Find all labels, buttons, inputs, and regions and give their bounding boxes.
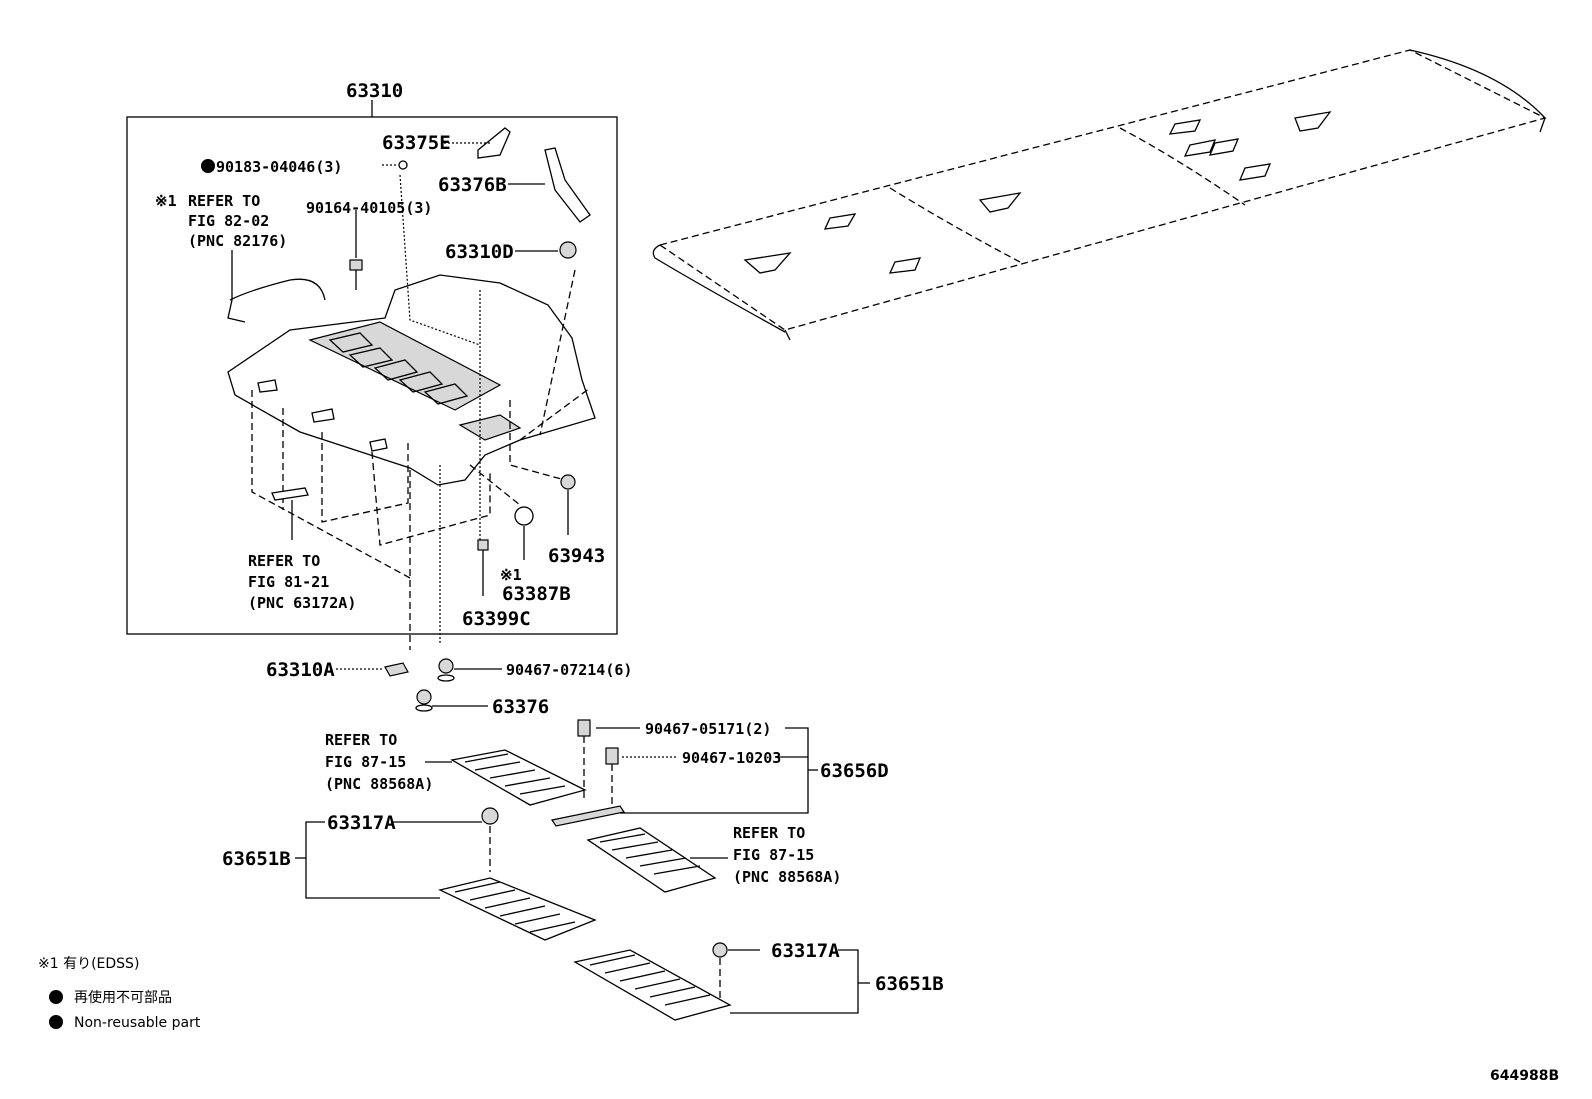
label-90467-07214: 90467-07214(6) xyxy=(506,661,632,679)
label-90164-40105: 90164-40105(3) xyxy=(306,199,432,217)
ring-63387B-drawing xyxy=(514,506,534,526)
ref4-line2: FIG 87-15 xyxy=(733,846,814,864)
label-63656D: 63656D xyxy=(820,760,889,782)
ref4-line3: (PNC 88568A) xyxy=(733,868,841,886)
ref3-line3: (PNC 88568A) xyxy=(325,775,433,793)
vent-88568A-lower-drawing xyxy=(586,827,717,893)
label-63375E: 63375E xyxy=(382,132,451,154)
label-63651B-lower: 63651B xyxy=(875,973,944,995)
figure-id: 644988B xyxy=(1490,1068,1559,1084)
roof-headliner-drawing xyxy=(652,49,1547,341)
non-reusable-bullet-icon xyxy=(201,159,215,173)
ref4-line1: REFER TO xyxy=(733,824,805,842)
legend-note-edss: ※1 有り(EDSS) xyxy=(38,956,139,972)
clip-63317A-lower-drawing xyxy=(712,942,728,958)
label-63376B: 63376B xyxy=(438,174,507,196)
ref1-line1: REFER TO xyxy=(188,192,260,210)
label-63943: 63943 xyxy=(548,545,605,567)
label-63651B-upper: 63651B xyxy=(222,848,291,870)
ref1-star: ※1 xyxy=(155,192,177,210)
clip-90467-07214-drawing xyxy=(437,658,455,682)
assembly-63310-box xyxy=(126,100,618,635)
legend-bullet-icon xyxy=(49,990,63,1004)
ref2-line3: (PNC 63172A) xyxy=(248,594,356,612)
clip-63376-drawing xyxy=(415,689,433,712)
strip-63376B-drawing xyxy=(544,147,591,223)
ref2-line1: REFER TO xyxy=(248,552,320,570)
legend-non-reusable-jp: 再使用不可部品 xyxy=(74,989,172,1006)
ref-star-2: ※1 xyxy=(500,566,522,584)
bracket-63375E-drawing xyxy=(477,127,511,159)
label-63310: 63310 xyxy=(346,80,403,102)
ref1-line3: (PNC 82176) xyxy=(188,232,287,250)
label-90183-04046: 90183-04046(3) xyxy=(216,158,342,176)
clip-63310D-drawing xyxy=(559,241,577,259)
strip-63656D-drawing xyxy=(551,805,625,827)
label-63317A-lower: 63317A xyxy=(771,940,840,962)
part-63172A-drawing xyxy=(271,487,309,501)
clip-90467-10203-drawing xyxy=(605,747,619,805)
vent-88568A-upper-drawing xyxy=(450,749,587,806)
legend-bullet-icon xyxy=(49,1015,63,1029)
ref3-line1: REFER TO xyxy=(325,731,397,749)
legend-non-reusable-en: Non-reusable part xyxy=(74,1015,201,1031)
nut-90183-drawing xyxy=(398,160,408,170)
clip-63399C-drawing xyxy=(477,539,489,596)
label-63310D: 63310D xyxy=(445,241,514,263)
clip-63310A-drawing xyxy=(384,662,409,677)
ref2-line2: FIG 81-21 xyxy=(248,573,329,591)
label-63399C: 63399C xyxy=(462,608,531,630)
panel-63651B-upper-drawing xyxy=(438,877,597,941)
label-63387B: 63387B xyxy=(502,583,571,605)
clip-90467-05171-drawing xyxy=(577,719,591,800)
rear-headliner-drawing xyxy=(227,174,596,650)
label-63310A: 63310A xyxy=(266,659,335,681)
screw-90164-drawing xyxy=(349,210,363,290)
label-90467-10203: 90467-10203 xyxy=(682,749,781,767)
ref1-line2: FIG 82-02 xyxy=(188,212,269,230)
label-63376: 63376 xyxy=(492,696,549,718)
label-63317A-upper: 63317A xyxy=(327,812,396,834)
clip-63317A-upper-drawing xyxy=(481,807,499,825)
ref3-line2: FIG 87-15 xyxy=(325,753,406,771)
wire-harness-drawing xyxy=(227,278,326,323)
clip-63943-drawing xyxy=(560,474,576,490)
label-90467-05171: 90467-05171(2) xyxy=(645,720,771,738)
